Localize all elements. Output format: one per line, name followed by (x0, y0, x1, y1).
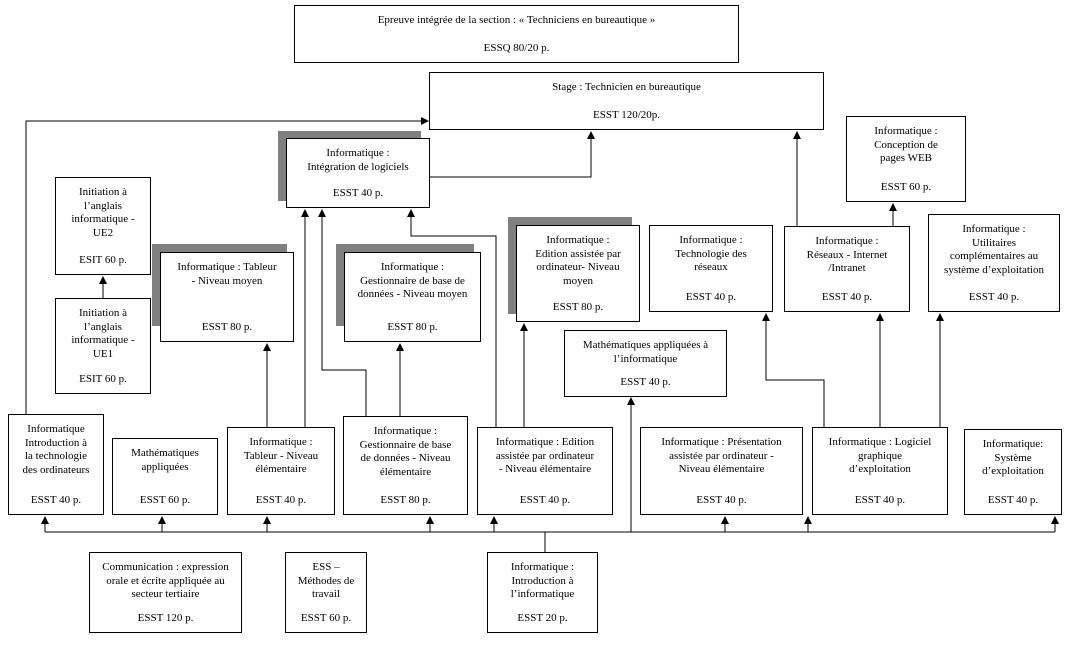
box-credit: ESST 120 p. (137, 611, 194, 624)
box-web: Informatique : Conception de pages WEB E… (846, 116, 966, 202)
arrow-intro-techno-stage (25, 117, 429, 414)
box-credit: ESST 40 p. (519, 493, 571, 506)
box-intro-techno: Informatique Introduction à la technolog… (8, 414, 104, 515)
box-math-app: Mathématiques appliquées ESST 60 p. (112, 438, 218, 515)
box-credit: ESST 40 p. (854, 493, 906, 506)
box-tableur-elem: Informatique : Tableur - Niveau élémenta… (227, 427, 335, 515)
box-credit: ESST 80 p. (552, 300, 604, 313)
box-credit: ESST 80 p. (201, 320, 253, 333)
box-title: Initiation à l’anglais informatique - UE… (71, 186, 135, 239)
box-epreuve: Epreuve intégrée de la section : « Techn… (294, 5, 739, 63)
box-anglais-ue2: Initiation à l’anglais informatique - UE… (55, 177, 151, 275)
box-systeme: Informatique: Système d’exploitation ESS… (964, 429, 1062, 515)
box-credit: ESST 40 p. (30, 493, 82, 506)
box-title: Informatique : Tableur - Niveau élémenta… (243, 436, 319, 475)
box-methodes: ESS – Méthodes de travail ESST 60 p. (285, 552, 367, 633)
box-title: Informatique : Conception de pages WEB (874, 125, 938, 164)
box-title: Informatique : Edition assistée par ordi… (495, 436, 595, 475)
arrow-integration-stage (430, 131, 595, 178)
box-credit: ESST 20 p. (517, 611, 568, 624)
box-title: Stage : Technicien en bureautique (552, 81, 701, 93)
box-integration: Informatique : Intégration de logiciels … (286, 138, 430, 208)
box-credit: ESST 60 p. (300, 611, 352, 624)
box-title: Informatique : Logiciel graphique d’expl… (828, 436, 932, 475)
box-title: Informatique : Réseaux - Internet /Intra… (806, 235, 888, 274)
box-credit: ESST 60 p. (139, 493, 191, 506)
box-techno-reseaux: Informatique : Technologie des réseaux E… (649, 225, 773, 312)
box-credit: ESST 120/20p. (592, 108, 661, 121)
box-tableur-moyen: Informatique : Tableur - Niveau moyen ES… (160, 252, 294, 342)
box-edition-elem: Informatique : Edition assistée par ordi… (477, 427, 613, 515)
box-title: Informatique : Utilitaires complémentair… (944, 223, 1044, 276)
box-credit: ESST 40 p. (987, 493, 1039, 506)
box-credit: ESST 80 p. (380, 493, 431, 506)
box-credit: ESST 40 p. (620, 375, 671, 388)
box-intro-info: Informatique : Introduction à l’informat… (487, 552, 598, 633)
box-credit: ESST 40 p. (255, 493, 307, 506)
box-title: Informatique : Tableur - Niveau moyen (177, 261, 277, 287)
box-credit: ESST 40 p. (696, 493, 747, 506)
box-title: Communication : expression orale et écri… (102, 561, 229, 600)
box-title: Informatique: Système d’exploitation (982, 438, 1044, 477)
box-title: Informatique : Introduction à l’informat… (510, 561, 575, 600)
box-title: ESS – Méthodes de travail (297, 561, 355, 600)
box-title: Informatique : Gestionnaire de base de d… (357, 261, 468, 300)
box-title: Informatique : Présentation assistée par… (661, 436, 782, 475)
box-title: Epreuve intégrée de la section : « Techn… (377, 14, 656, 26)
arrow-gestbd-elem-integration (318, 209, 367, 416)
box-title: Mathématiques appliquées (131, 447, 199, 473)
box-credit: ESST 40 p. (968, 290, 1020, 303)
box-credit: ESST 40 p. (685, 290, 737, 303)
box-presentation: Informatique : Présentation assistée par… (640, 427, 803, 515)
box-credit: ESIT 60 p. (79, 372, 127, 385)
box-reseaux-internet: Informatique : Réseaux - Internet /Intra… (784, 226, 910, 312)
box-edition-moyen: Informatique : Edition assistée par ordi… (516, 225, 640, 322)
box-stage: Stage : Technicien en bureautique ESST 1… (429, 72, 824, 130)
box-title: Mathématiques appliquées à l’informatiqu… (582, 339, 709, 365)
box-utilitaires: Informatique : Utilitaires complémentair… (928, 214, 1060, 312)
box-credit: ESST 80 p. (387, 320, 438, 333)
box-anglais-ue1: Initiation à l’anglais informatique - UE… (55, 298, 151, 394)
box-gestbd-elem: Informatique : Gestionnaire de base de d… (343, 416, 468, 515)
box-title: Informatique : Edition assistée par ordi… (535, 234, 621, 287)
box-logiciel-graph: Informatique : Logiciel graphique d’expl… (812, 427, 948, 515)
box-title: Initiation à l’anglais informatique - UE… (71, 307, 135, 360)
box-credit: ESIT 60 p. (79, 253, 127, 266)
arrow-edition-elem-integration (407, 209, 497, 427)
arrow-logiciel-techno-reseaux (762, 313, 825, 427)
box-gestbd-moyen: Informatique : Gestionnaire de base de d… (344, 252, 481, 342)
box-credit: ESST 40 p. (332, 186, 384, 199)
box-credit: ESST 40 p. (821, 290, 873, 303)
box-communication: Communication : expression orale et écri… (89, 552, 242, 633)
box-title: Informatique : Gestionnaire de base de d… (359, 425, 452, 478)
box-title: Informatique : Intégration de logiciels (307, 147, 409, 173)
box-math-info: Mathématiques appliquées à l’informatiqu… (564, 330, 727, 397)
box-title: Informatique : Technologie des réseaux (675, 234, 747, 273)
box-credit: ESST 60 p. (880, 180, 932, 193)
box-credit: ESSQ 80/20 p. (483, 41, 550, 54)
box-title: Informatique Introduction à la technolog… (22, 423, 90, 476)
